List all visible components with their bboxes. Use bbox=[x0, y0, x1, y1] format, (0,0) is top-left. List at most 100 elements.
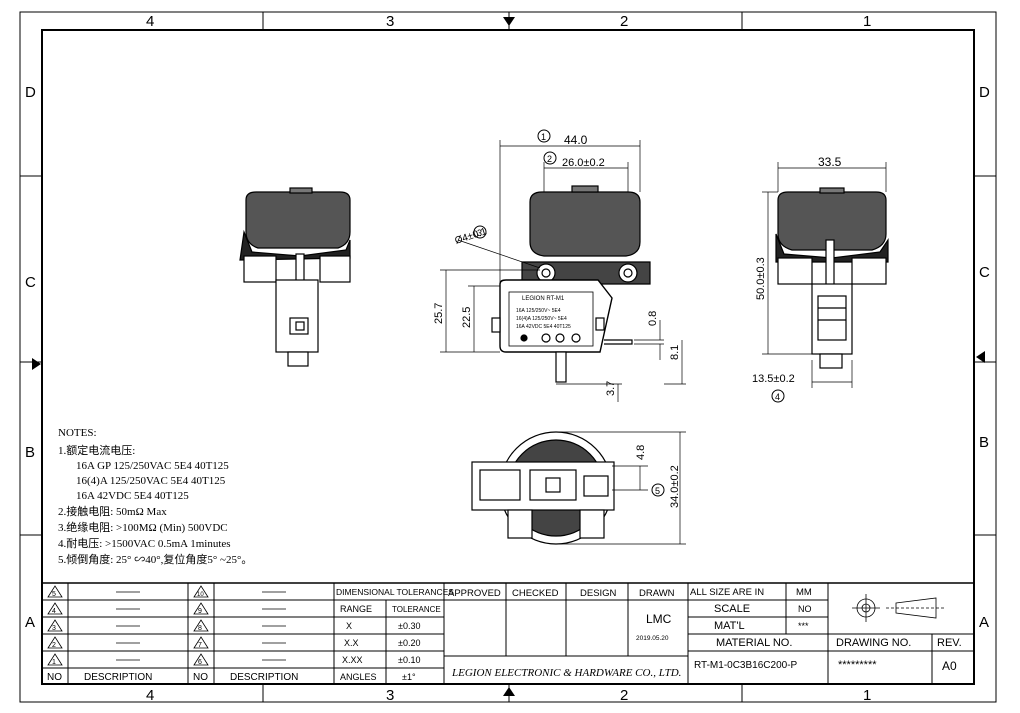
tol-range-xx: X.X bbox=[344, 638, 359, 648]
drawn-by: LMC bbox=[646, 612, 672, 626]
dim-0-8: 0.8 bbox=[647, 311, 659, 326]
zone-col-1-top: 1 bbox=[863, 13, 871, 30]
dim-44: 44.0 bbox=[564, 133, 588, 147]
balloon-5 bbox=[651, 483, 665, 497]
tol-value-x: ±0.30 bbox=[398, 621, 420, 631]
note-4: 4.耐电压: >1500VAC 0.5mA 1minutes bbox=[58, 537, 231, 550]
dim-diameter-4: Ø4±0.1 bbox=[454, 226, 489, 247]
zone-row-a-left: A bbox=[25, 614, 35, 631]
note-5: 5.倾倒角度: 25° ∽40°,复位角度5° ~25°。 bbox=[58, 552, 252, 566]
zone-col-4-bottom: 4 bbox=[146, 687, 154, 704]
tol-range-angles: ANGLES bbox=[340, 672, 377, 682]
rev-no-6: 6 bbox=[198, 659, 202, 666]
tolerance-header: TOLERANCE bbox=[392, 605, 441, 614]
zone-row-b-left: B bbox=[25, 444, 35, 461]
balloon-2 bbox=[543, 151, 557, 165]
title-block-lines bbox=[41, 582, 975, 685]
balloon-1-label: 1 bbox=[541, 132, 546, 142]
design-header: DESIGN bbox=[580, 588, 617, 599]
outer-frame bbox=[19, 11, 997, 703]
note-1a: 16A GP 125/250VAC 5E4 40T125 bbox=[76, 460, 229, 472]
tol-value-angles: ±1° bbox=[402, 672, 416, 682]
zone-col-4-top: 4 bbox=[146, 13, 154, 30]
zone-row-a-right: A bbox=[979, 614, 989, 631]
rev-no-9: 9 bbox=[198, 608, 202, 615]
checked-header: CHECKED bbox=[512, 588, 559, 599]
scale-label: SCALE bbox=[714, 603, 750, 615]
bottom-view bbox=[471, 431, 615, 545]
dimensional-tolerances-header: DIMENSIONAL TOLERANCES bbox=[336, 587, 454, 597]
rev-no-2: 2 bbox=[52, 642, 56, 649]
rev-no-3: 3 bbox=[52, 625, 56, 632]
zone-row-d-right: D bbox=[979, 84, 990, 101]
material-no-value: RT-M1-0C3B16C200-P bbox=[694, 660, 798, 671]
zone-row-b-right: B bbox=[979, 434, 989, 451]
range-header: RANGE bbox=[340, 604, 372, 614]
all-size-label: ALL SIZE ARE IN bbox=[690, 587, 764, 598]
rev-label: REV. bbox=[937, 637, 962, 649]
zone-col-1-bottom: 1 bbox=[863, 687, 871, 704]
revision-markers bbox=[47, 585, 286, 666]
dim-22-5: 22.5 bbox=[461, 307, 473, 328]
dim-34: 34.0±0.2 bbox=[669, 465, 681, 508]
side-view-left bbox=[239, 187, 351, 367]
zone-row-c-left: C bbox=[25, 274, 36, 291]
dim-8-1: 8.1 bbox=[669, 345, 681, 360]
note-2: 2.接触电阻: 50mΩ Max bbox=[58, 504, 167, 518]
zone-row-c-right: C bbox=[979, 264, 990, 281]
center-mark-bottom bbox=[503, 687, 515, 696]
center-mark-top bbox=[503, 17, 515, 26]
tol-value-xxx: ±0.10 bbox=[398, 655, 420, 665]
rev-no-4: 4 bbox=[52, 608, 56, 615]
tol-range-x: X bbox=[346, 621, 352, 631]
unit-value: MM bbox=[796, 587, 812, 598]
company-name: LEGION ELECTRONIC & HARDWARE CO., LTD. bbox=[451, 667, 681, 679]
drawn-header: DRAWN bbox=[639, 588, 675, 599]
tol-range-xxx: X.XX bbox=[342, 655, 363, 665]
rev-value: A0 bbox=[942, 659, 957, 673]
dim-13-5: 13.5±0.2 bbox=[752, 373, 795, 385]
dim-33-5: 33.5 bbox=[818, 155, 842, 169]
balloon-2-label: 2 bbox=[547, 154, 552, 164]
dim-50: 50.0±0.3 bbox=[755, 257, 767, 300]
right-dimension-lines bbox=[762, 162, 887, 388]
projection-symbol bbox=[852, 594, 944, 622]
drawn-date: 2019.05.20 bbox=[636, 635, 669, 642]
side-view-right bbox=[775, 187, 889, 369]
material-no-label: MATERIAL NO. bbox=[716, 637, 792, 649]
drawing-no-label: DRAWING NO. bbox=[836, 637, 911, 649]
note-3: 3.绝缘电阻: >100MΩ (Min) 500VDC bbox=[58, 520, 228, 534]
zone-row-d-left: D bbox=[25, 84, 36, 101]
note-1: 1.额定电流电压: bbox=[58, 443, 135, 457]
rev-no-5: 5 bbox=[52, 591, 56, 598]
balloon-3-label: 3 bbox=[477, 228, 482, 238]
balloon-4 bbox=[771, 389, 785, 403]
label-line-3: 16A 42VDC 5E4 40T125 bbox=[516, 324, 571, 330]
tol-value-xx: ±0.20 bbox=[398, 638, 420, 648]
notes-title: NOTES: bbox=[58, 427, 97, 439]
dim-26: 26.0±0.2 bbox=[562, 157, 605, 169]
balloon-3 bbox=[473, 225, 487, 239]
center-mark-right bbox=[976, 351, 985, 363]
front-view bbox=[491, 185, 651, 383]
matl-value: *** bbox=[798, 621, 809, 631]
col-description-right: DESCRIPTION bbox=[230, 672, 298, 683]
label-line-1: 16A 125/250V~ 5E4 bbox=[516, 308, 561, 314]
rev-no-1: 1 bbox=[52, 659, 56, 666]
rev-no-8: 8 bbox=[198, 625, 202, 632]
zone-col-3-top: 3 bbox=[386, 13, 394, 30]
scale-value: NO bbox=[798, 604, 812, 614]
dim-3-7: 3.7 bbox=[605, 381, 617, 396]
center-mark-left bbox=[32, 358, 41, 370]
front-dimension-lines bbox=[440, 140, 686, 402]
zone-col-2-top: 2 bbox=[620, 13, 628, 30]
col-description-left: DESCRIPTION bbox=[84, 672, 152, 683]
dim-4-8: 4.8 bbox=[635, 445, 647, 460]
label-brand: LEGION RT-M1 bbox=[522, 296, 565, 302]
col-no-left: NO bbox=[47, 672, 62, 683]
note-1b: 16(4)A 125/250VAC 5E4 40T125 bbox=[76, 475, 226, 487]
note-1c: 16A 42VDC 5E4 40T125 bbox=[76, 490, 189, 502]
zone-col-2-bottom: 2 bbox=[620, 687, 628, 704]
